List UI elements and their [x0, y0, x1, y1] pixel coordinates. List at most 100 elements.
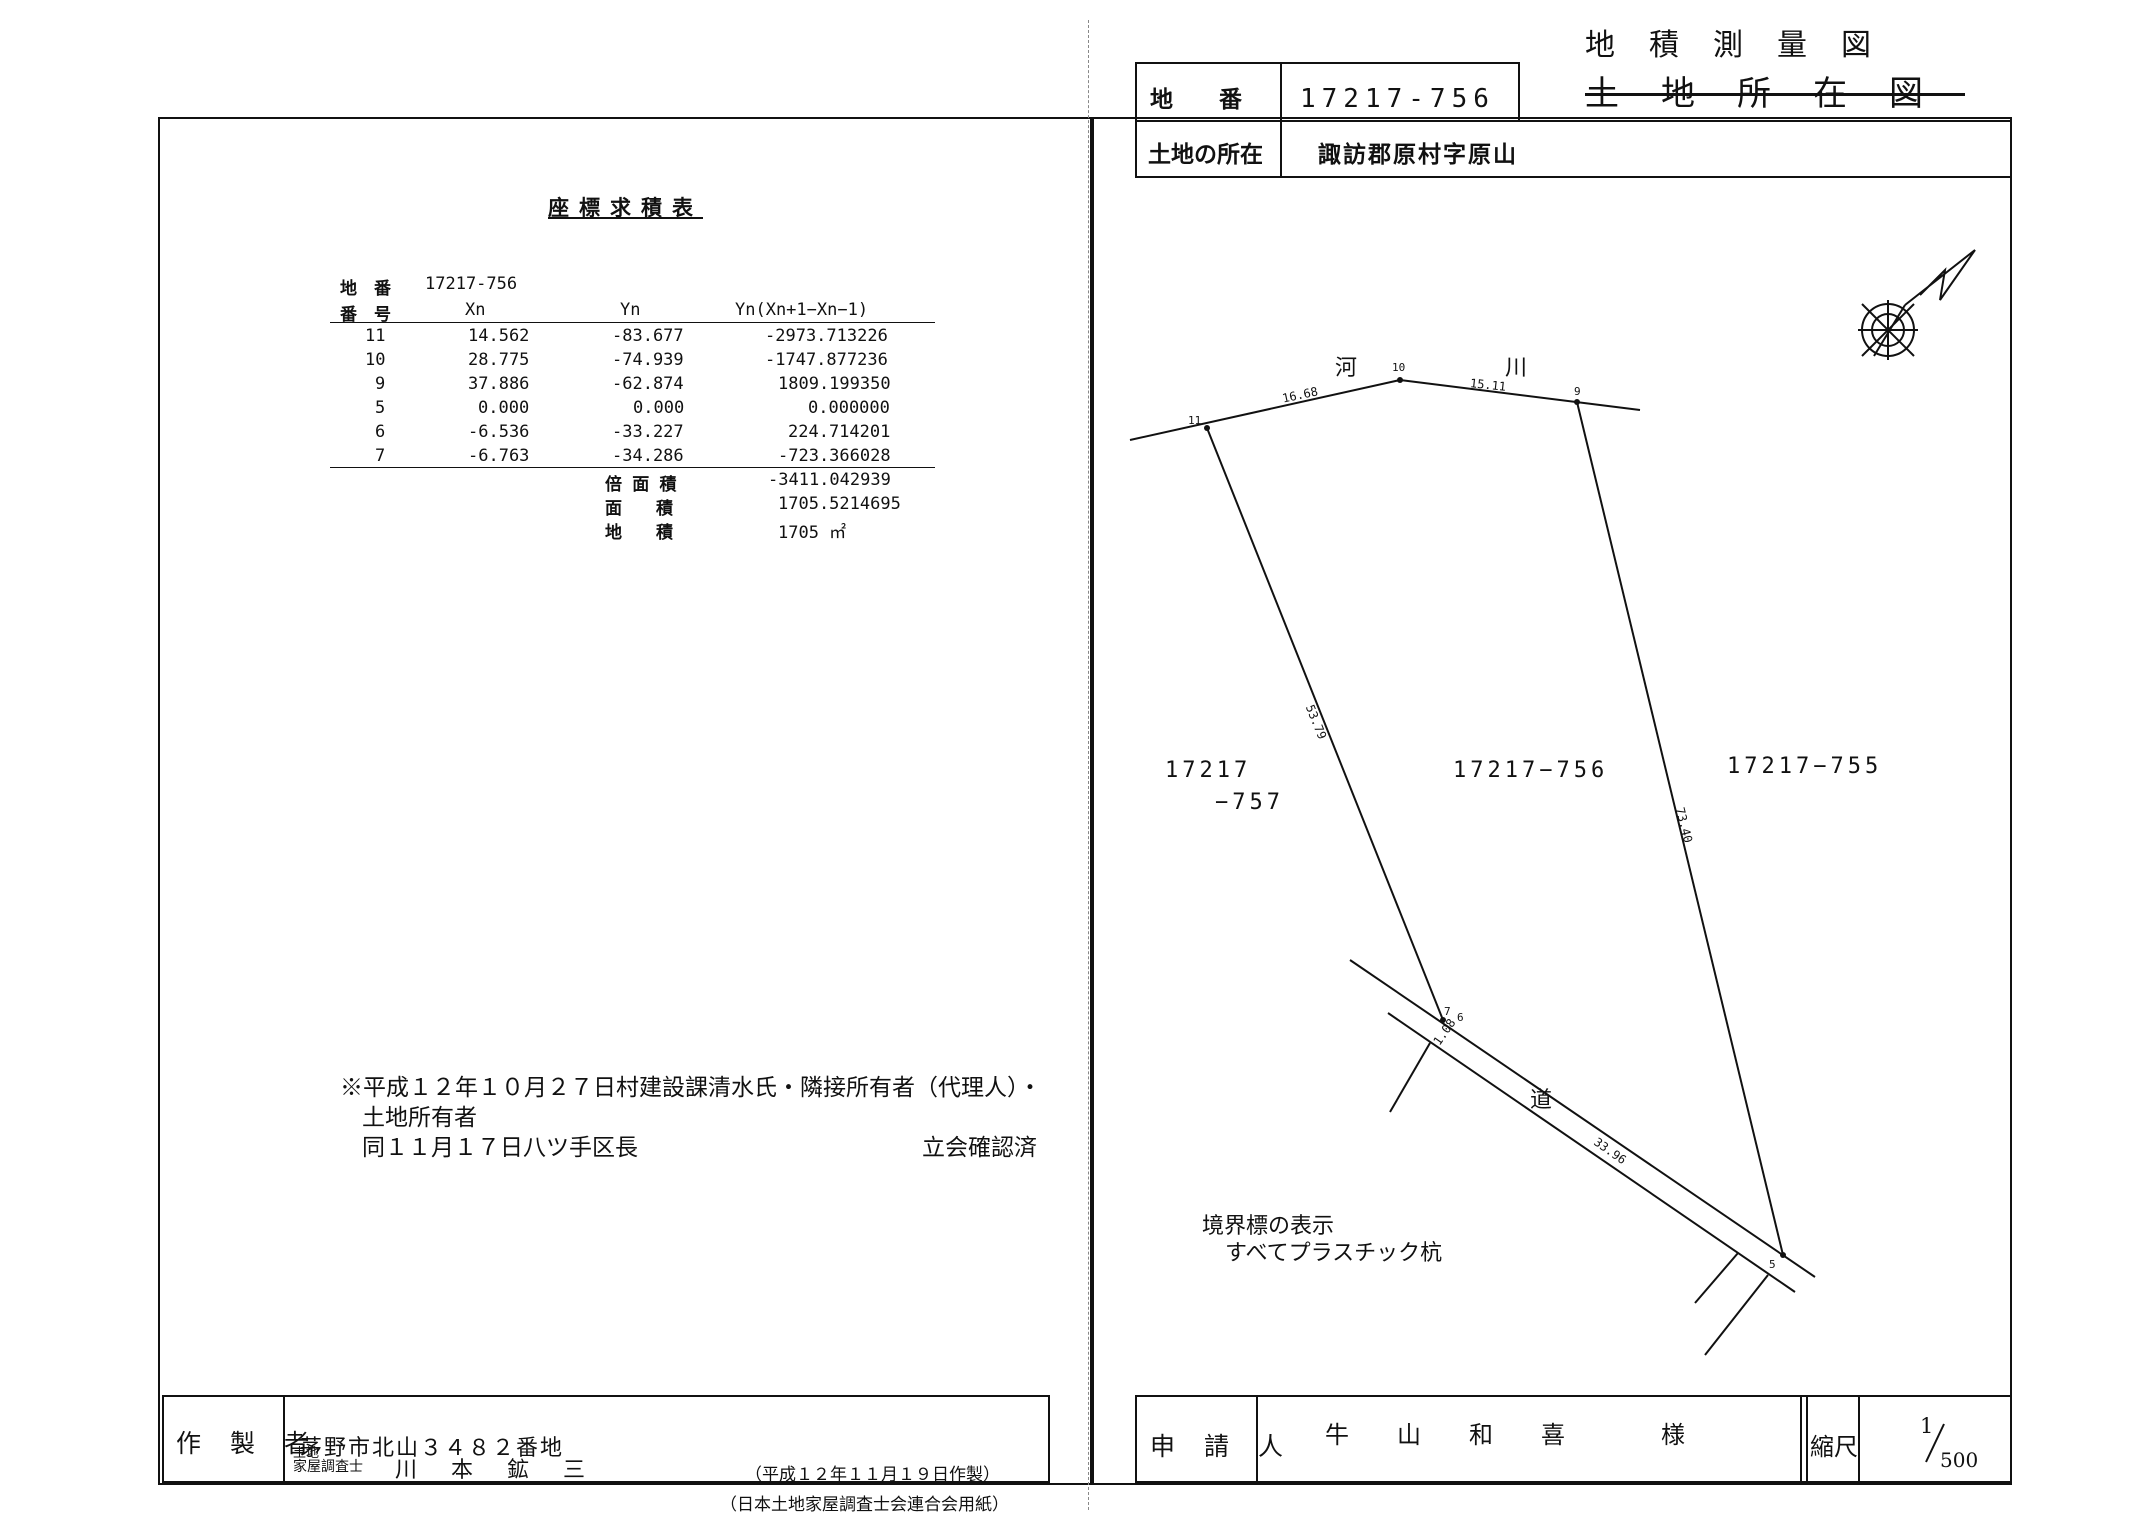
col-header-y: Yn: [620, 300, 641, 320]
boundary-note-2: すべてプラスチック杭: [1225, 1241, 1443, 1266]
summary-2-label: 地 積: [605, 523, 673, 543]
point-label-11: 11: [1188, 414, 1202, 427]
row-3-y: 0.000: [633, 398, 685, 418]
point-label-7: 7: [1444, 1005, 1451, 1018]
scale-denominator: 500: [1940, 1448, 1979, 1472]
calc-parcel-label: 地 番: [340, 279, 391, 299]
point-label-5: 5: [1769, 1258, 1776, 1271]
row-2-x: 37.886: [468, 374, 530, 394]
fold-line: [1088, 20, 1089, 1510]
road-tick-3: [1704, 1274, 1769, 1356]
row-2-p: 1809.199350: [778, 374, 891, 394]
maker-address: 茅野市北山３４８２番地: [300, 1436, 565, 1461]
row-4-p: 224.714201: [788, 422, 891, 442]
summary-0-value: -3411.042939: [768, 470, 891, 490]
road-label: 道: [1530, 1088, 1553, 1113]
row-3-p: 0.000000: [808, 398, 890, 418]
note-line-1: ※平成１２年１０月２７日村建設課清水氏・隣接所有者（代理人）・: [340, 1075, 1042, 1101]
title-main: 地積測量図: [1585, 28, 1905, 63]
point-label-6: 6: [1457, 1011, 1464, 1024]
parcel-divider: [1280, 62, 1282, 122]
river-label-2: 川: [1505, 356, 1528, 381]
row-0-p: -2973.713226: [765, 326, 888, 346]
boundary-points: [1204, 377, 1786, 1258]
left-page-frame: [158, 117, 1092, 1485]
scale-slash: [1925, 1423, 1945, 1463]
row-3-no: 5: [375, 398, 386, 418]
note-line-2: 土地所有者: [362, 1105, 477, 1131]
parcel-left-2: −757: [1215, 790, 1284, 815]
line-river: [1129, 379, 1401, 441]
point-11: [1204, 425, 1210, 431]
line-11-7: [1206, 427, 1444, 1021]
road-tick-1: [1389, 1042, 1431, 1113]
parcel-center: 17217−756: [1453, 758, 1609, 783]
road-tick-2: [1694, 1252, 1739, 1304]
road-upper: [1349, 959, 1816, 1278]
location-value: 諏訪郡原村字原山: [1318, 141, 1518, 168]
scale-divider-3: [1858, 1395, 1860, 1483]
maker-title-2: 家屋調査士: [293, 1459, 363, 1475]
maker-box: [162, 1395, 1050, 1483]
calc-table-title: 座標求積表: [548, 195, 703, 220]
summary-2-value: 1705 ㎡: [778, 523, 847, 543]
location-box: [1135, 120, 2012, 178]
boundary-lines: [1129, 379, 1816, 1356]
maker-title-1: 土地: [293, 1446, 320, 1461]
row-1-y: -74.939: [612, 350, 684, 370]
point-7: [1440, 1017, 1446, 1023]
parcel-value: 17217-756: [1300, 84, 1495, 114]
parcel-right: 17217−755: [1727, 754, 1883, 779]
applicant-name: 牛 山 和 喜 様: [1325, 1421, 1685, 1449]
row-5-no: 7: [375, 446, 386, 466]
rows-bottom-rule: [330, 467, 935, 468]
parcel-left-1: 17217: [1165, 758, 1252, 783]
scale-divider-1: [1800, 1395, 1802, 1483]
note-confirm: 立会確認済: [922, 1135, 1037, 1161]
location-label: 土地の所在: [1148, 141, 1263, 168]
maker-name: 川 本 鉱 三: [395, 1458, 592, 1483]
row-0-no: 11: [365, 326, 386, 346]
title-struck: 土地所在図: [1585, 74, 1965, 114]
col-header-no: 番 号: [340, 305, 391, 325]
row-0-y: -83.677: [612, 326, 684, 346]
summary-1-value: 1705.5214695: [778, 494, 901, 514]
maker-divider: [283, 1395, 285, 1483]
parcel-label: 地 番: [1150, 86, 1242, 113]
row-4-y: -33.227: [612, 422, 684, 442]
row-1-x: 28.775: [468, 350, 530, 370]
applicant-label: 申 請 人: [1150, 1432, 1286, 1461]
row-5-x: -6.763: [468, 446, 530, 466]
maker-label: 作 製 者: [176, 1429, 312, 1458]
paper-note: （日本土地家屋調査士会連合会用紙）: [720, 1495, 1009, 1515]
north-arrow-icon: [1858, 249, 1976, 360]
point-label-9: 9: [1574, 385, 1581, 398]
header-rule: [330, 322, 935, 323]
col-header-x: Xn: [465, 300, 486, 320]
col-header-product: Yn(Xn+1−Xn−1): [735, 300, 869, 320]
made-date: （平成１２年１１月１９日作製）: [745, 1465, 1000, 1485]
row-2-no: 9: [375, 374, 386, 394]
applicant-divider: [1256, 1395, 1258, 1483]
scale-label: 縮尺: [1810, 1433, 1858, 1461]
row-5-p: -723.366028: [778, 446, 891, 466]
calc-parcel-value: 17217-756: [425, 274, 518, 294]
boundary-note-1: 境界標の表示: [1202, 1214, 1335, 1239]
road-lower: [1387, 1012, 1796, 1293]
location-divider: [1280, 120, 1282, 178]
note-line-3: 同１１月１７日八ツ手区長: [362, 1135, 638, 1161]
row-2-y: -62.874: [612, 374, 684, 394]
river-label-1: 河: [1335, 356, 1358, 381]
row-1-p: -1747.877236: [765, 350, 888, 370]
scale-numerator: 1: [1920, 1414, 1934, 1438]
row-3-x: 0.000: [478, 398, 530, 418]
row-0-x: 14.562: [468, 326, 530, 346]
scale-divider-2: [1806, 1395, 1808, 1483]
applicant-box: [1135, 1395, 2012, 1483]
summary-0-label: 倍 面 積: [605, 475, 677, 495]
line-river-2: [1399, 379, 1641, 411]
point-5: [1780, 1252, 1786, 1258]
row-1-no: 10: [365, 350, 386, 370]
line-9-5: [1576, 401, 1784, 1256]
